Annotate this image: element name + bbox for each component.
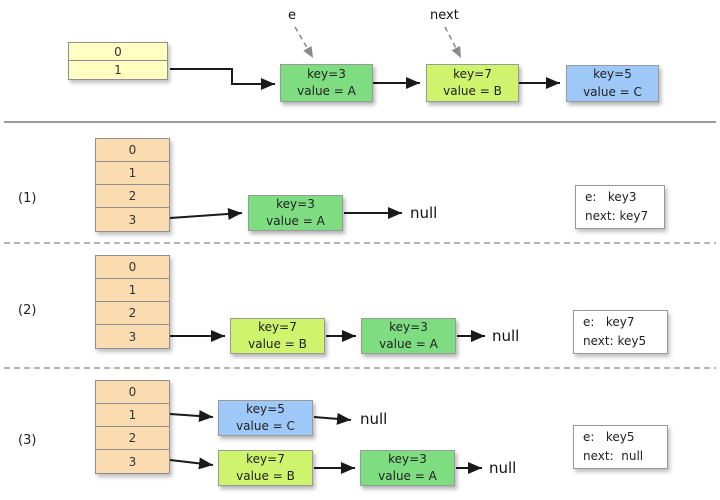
top-node-key7: key=7 value = B xyxy=(426,64,519,102)
bucket-cell-1: 1 xyxy=(69,61,167,79)
step1-state-box: e: key3 next: key7 xyxy=(575,185,665,229)
step2-node-key7: key=7 value = B xyxy=(230,318,325,354)
step3-hash-table: 0 1 2 3 xyxy=(95,380,170,474)
state-next-line: next: key7 xyxy=(585,209,649,223)
bucket-cell-2: 2 xyxy=(96,302,169,325)
step2-hash-table: 0 1 2 3 xyxy=(95,255,170,349)
bucket-cell-1: 1 xyxy=(96,404,169,427)
pointer-e-arrow xyxy=(294,26,314,59)
arrow-s3-bucket3-to-key7 xyxy=(169,457,214,470)
bucket-cell-3: 3 xyxy=(96,450,169,473)
bucket-cell-3: 3 xyxy=(96,208,169,231)
node-value-text: value = A xyxy=(297,84,356,98)
arrow-top-bucket1-to-key3 xyxy=(170,68,275,90)
bucket-cell-0: 0 xyxy=(96,381,169,404)
step1-label: (1) xyxy=(18,191,37,206)
step2-null-label: null xyxy=(492,327,520,345)
bucket-cell-3: 3 xyxy=(96,325,169,348)
step3-state-box: e: key5 next: null xyxy=(573,425,668,469)
bucket-cell-0: 0 xyxy=(96,256,169,279)
node-key-text: key=3 xyxy=(388,451,427,466)
node-key-text: key=7 xyxy=(453,66,492,81)
arrow-s3-key5-to-null xyxy=(313,412,352,425)
step1-null-label: null xyxy=(410,204,438,222)
step3-node-key3: key=3 value = A xyxy=(360,450,455,486)
step2-node-key3: key=3 value = A xyxy=(361,318,456,354)
node-value-text: value = A xyxy=(378,469,437,483)
step2-state-box: e: key7 next: key5 xyxy=(573,310,668,354)
top-node-key5: key=5 value = C xyxy=(566,65,659,102)
state-e-line: e: key3 xyxy=(585,189,637,204)
node-key-text: key=5 xyxy=(246,401,285,416)
state-next-line: next: null xyxy=(583,449,644,463)
bucket-cell-1: 1 xyxy=(96,162,169,185)
node-key-text: key=3 xyxy=(307,66,346,81)
pointer-next-arrow xyxy=(444,26,462,59)
arrow-s1-bucket3-to-key3 xyxy=(169,207,243,220)
node-value-text: value = C xyxy=(583,84,642,99)
arrow-s3-bucket1-to-key5 xyxy=(169,410,214,423)
top-hash-table: 0 1 xyxy=(68,42,168,80)
bucket-cell-2: 2 xyxy=(96,185,169,208)
node-value-text: value = C xyxy=(236,419,295,433)
state-next-line: next: key5 xyxy=(583,334,647,348)
pointer-e-label: e xyxy=(288,8,296,23)
step3-null-label-bucket3: null xyxy=(489,459,517,477)
step1-node-key3: key=3 value = A xyxy=(248,195,343,231)
bucket-cell-0: 0 xyxy=(69,43,167,61)
top-node-key3: key=3 value = A xyxy=(280,64,373,102)
node-value-text: value = B xyxy=(236,469,295,483)
node-key-text: key=7 xyxy=(258,319,297,334)
step3-node-key5: key=5 value = C xyxy=(218,400,313,436)
step2-label: (2) xyxy=(18,303,37,318)
bucket-cell-2: 2 xyxy=(96,427,169,450)
node-key-text: key=3 xyxy=(389,319,428,334)
node-value-text: value = B xyxy=(248,337,307,351)
step3-label: (3) xyxy=(18,433,37,448)
bucket-cell-1: 1 xyxy=(96,279,169,302)
bucket-cell-0: 0 xyxy=(96,139,169,162)
node-value-text: value = B xyxy=(443,84,502,98)
state-e-line: e: key7 xyxy=(583,314,635,329)
node-key-text: key=5 xyxy=(593,67,632,82)
node-key-text: key=3 xyxy=(276,196,315,211)
node-value-text: value = A xyxy=(379,337,438,351)
step1-hash-table: 0 1 2 3 xyxy=(95,138,170,232)
pointer-next-label: next xyxy=(430,8,459,23)
step3-null-label-bucket1: null xyxy=(360,410,388,428)
node-key-text: key=7 xyxy=(246,451,285,466)
node-value-text: value = A xyxy=(266,214,325,228)
state-e-line: e: key5 xyxy=(583,429,635,444)
step3-node-key7: key=7 value = B xyxy=(218,450,313,486)
